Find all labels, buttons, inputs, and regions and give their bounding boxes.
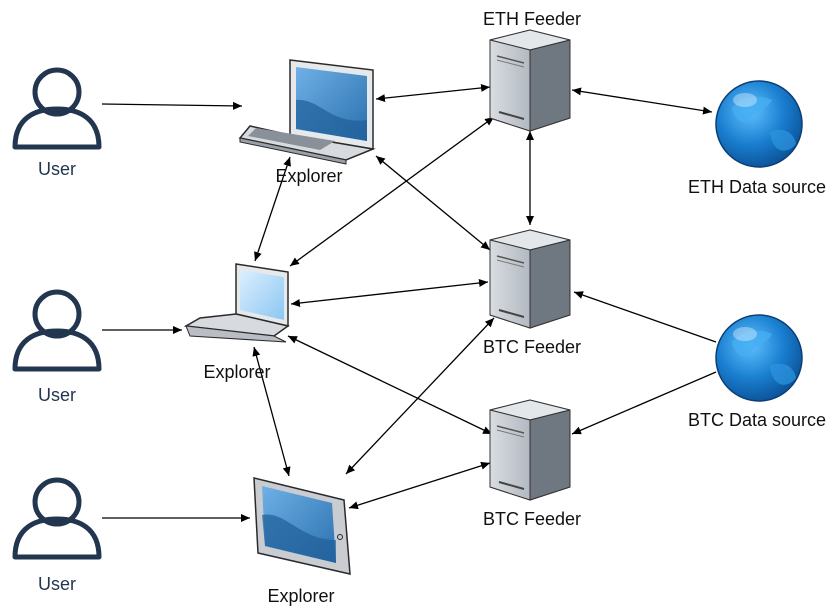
globe-icon-eth-data-source	[715, 80, 803, 168]
connectors	[101, 83, 717, 522]
edge-explorer3-btcfeeder1	[345, 317, 495, 475]
data-source-label-eth: ETH Data source	[687, 177, 827, 197]
laptop-icon-explorer-2	[183, 263, 290, 343]
edge-explorer1-explorer2	[254, 156, 291, 262]
feeder-label-eth: ETH Feeder	[482, 9, 582, 29]
edge-explorer2-ethfeeder	[289, 116, 495, 267]
edge-explorer2-btcfeeder2	[287, 335, 493, 435]
user-icon-1	[12, 67, 102, 150]
tablet-icon-explorer-3	[253, 477, 351, 575]
globe-icon-btc-data-source	[715, 314, 803, 402]
server-icon-eth-feeder	[489, 29, 571, 132]
edge-btcsource-btcfeeder1	[573, 291, 717, 343]
edge-explorer2-explorer3	[252, 346, 291, 477]
edge-btcsource-btcfeeder2	[571, 371, 717, 435]
explorer-label-2: Explorer	[203, 362, 271, 382]
user-label-1: User	[37, 159, 77, 179]
user-label-3: User	[37, 574, 77, 594]
user-label-2: User	[37, 385, 77, 405]
server-icon-btc-feeder-1	[489, 229, 571, 329]
user-icon-2	[12, 289, 102, 372]
explorer-label-1: Explorer	[275, 166, 343, 186]
edge-explorer1-btcfeeder1	[375, 155, 491, 251]
server-icon-btc-feeder-2	[489, 399, 571, 501]
edge-explorer1-ethfeeder	[375, 83, 491, 103]
feeder-label-btc-1: BTC Feeder	[482, 337, 582, 357]
edge-user1-explorer1	[101, 101, 243, 110]
edge-ethfeeder-ethsource	[571, 87, 713, 115]
laptop-icon-explorer-1	[238, 59, 376, 165]
feeder-label-btc-2: BTC Feeder	[482, 509, 582, 529]
explorer-label-3: Explorer	[267, 586, 335, 606]
user-icon-3	[12, 477, 102, 560]
edge-explorer3-btcfeeder2	[348, 461, 491, 510]
data-source-label-btc: BTC Data source	[687, 410, 827, 430]
edge-explorer2-btcfeeder1	[290, 279, 489, 307]
